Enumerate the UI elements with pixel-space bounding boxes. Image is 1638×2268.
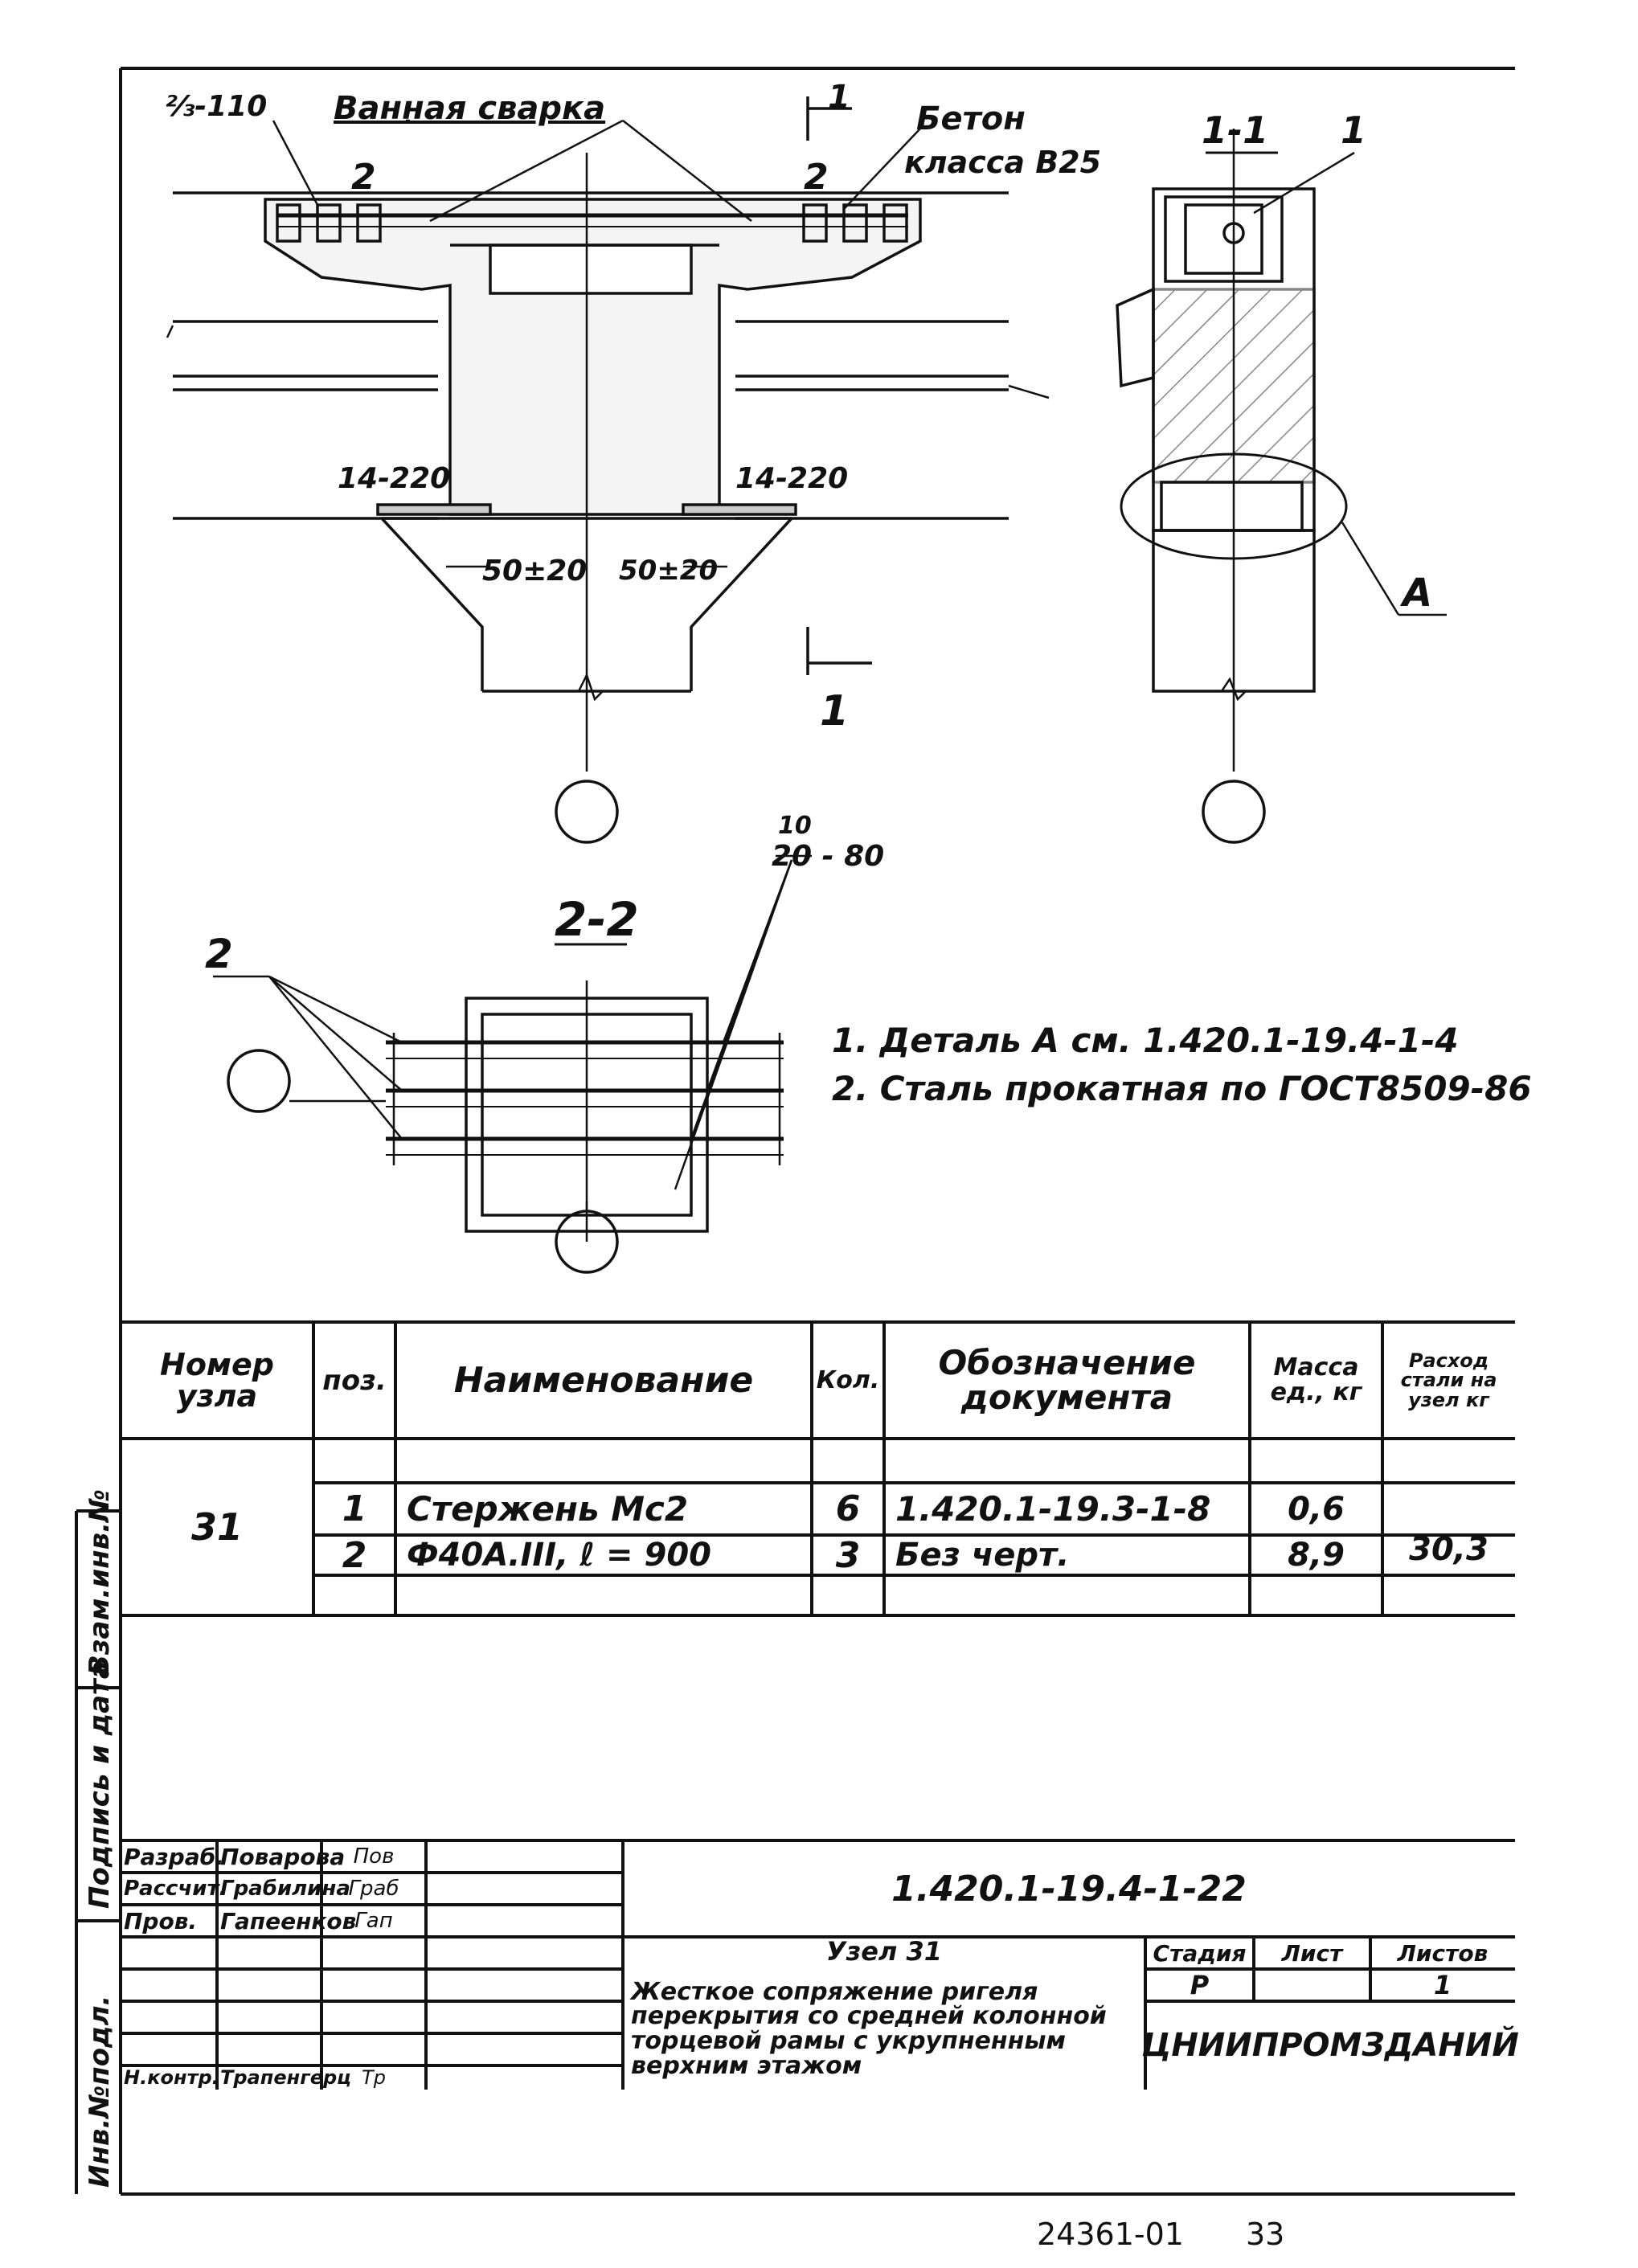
section-2-2-title: 2-2	[555, 892, 639, 947]
note-2: 2. Сталь прокатная по ГОСТ8509-86	[832, 1069, 1532, 1108]
signature-developer: Пов	[353, 1844, 395, 1869]
stage-value: Р	[1190, 1970, 1210, 2000]
sheets-value: 1	[1433, 1970, 1452, 2000]
note-1: 1. Деталь А см. 1.420.1-19.4-1-4	[832, 1021, 1459, 1060]
concrete-label-line1: Бетон	[916, 100, 1026, 137]
role-norm-control: Н.контр.	[124, 2066, 219, 2089]
weld-size-label: ⅔-110	[165, 90, 268, 123]
row-1-mass: 0,6	[1288, 1490, 1345, 1528]
row-1-name: Стержень Мс2	[407, 1489, 689, 1529]
plate-right-label: 14-220	[735, 462, 849, 495]
row-2-doc: Без черт.	[895, 1537, 1070, 1574]
gap-left-label: 50±20	[482, 555, 588, 587]
elevation-view	[166, 96, 1050, 844]
sheet-header: Лист	[1281, 1939, 1343, 1967]
rebar-spacing-top: 10	[778, 812, 812, 840]
header-doc: Обозначение документа	[938, 1342, 1196, 1417]
header-qty: Кол.	[816, 1366, 880, 1394]
detail-a-label: А	[1403, 571, 1433, 616]
header-mass: Масса ед., кг	[1270, 1353, 1362, 1406]
steel-total: 30,3	[1409, 1530, 1489, 1568]
title-block-grid	[121, 1839, 1515, 2090]
spec-table-grid	[121, 1320, 1515, 1617]
node-description: Жесткое сопряжение ригеля перекрытия со …	[631, 1977, 1107, 2080]
node-title: Узел 31	[825, 1936, 943, 1967]
callout-2-right: 2	[804, 157, 829, 198]
plate-left-label: 14-220	[338, 462, 451, 495]
side-stamp-signature-date: Подпись и дата	[84, 1660, 116, 1909]
section-1-1-title: 1-1	[1202, 108, 1269, 152]
name-checker: Гапеенков	[220, 1907, 357, 1934]
archive-number: 24361-01	[1037, 2217, 1184, 2252]
role-developer: Разраб.	[124, 1843, 224, 1870]
weld-label: Ванная сварка	[334, 90, 606, 127]
side-stamp-replacement: Взам.инв.№	[84, 1489, 116, 1676]
doc-code: 1.420.1-19.4-1-22	[891, 1868, 1247, 1910]
page-number: 33	[1246, 2217, 1285, 2252]
signature-calculator: Граб	[348, 1877, 399, 1901]
name-developer: Поварова	[220, 1843, 346, 1870]
row-2-pos: 2	[342, 1534, 367, 1576]
rebar-spacing-bottom: 20 - 80	[772, 840, 885, 873]
signature-checker: Гап	[354, 1909, 393, 1933]
header-node: Номер узла	[160, 1346, 274, 1414]
callout-2-left: 2	[351, 157, 376, 198]
concrete-label-line2: класса В25	[904, 145, 1102, 180]
callout-1: 1	[1341, 108, 1367, 152]
role-checker: Пров.	[124, 1907, 198, 1934]
role-calculator: Рассчит.	[124, 1877, 227, 1901]
stage-header: Стадия	[1153, 1939, 1247, 1967]
sheet-value	[1254, 1969, 1370, 2001]
gap-right-label: 50±20	[619, 555, 719, 587]
side-stamp-inventory: Инв.№подл.	[84, 1995, 116, 2188]
row-1-pos: 1	[342, 1488, 367, 1529]
header-steel: Расход стали на узел кг	[1400, 1349, 1497, 1411]
section-1-1	[1116, 129, 1447, 844]
node-number: 31	[190, 1505, 243, 1549]
section-mark-top: 1	[828, 79, 850, 116]
name-calculator: Грабилина	[220, 1877, 350, 1901]
row-1-qty: 6	[835, 1488, 861, 1529]
callout-2-section: 2	[205, 931, 233, 977]
header-pos: поз.	[322, 1364, 387, 1397]
row-2-mass: 8,9	[1288, 1537, 1345, 1574]
row-1-doc: 1.420.1-19.3-1-8	[895, 1489, 1211, 1529]
signature-norm-control: Тр	[362, 2066, 386, 2089]
sheets-header: Листов	[1397, 1939, 1489, 1967]
header-name: Наименование	[453, 1360, 754, 1401]
row-2-qty: 3	[835, 1534, 861, 1576]
section-mark-bottom: 1	[820, 687, 850, 735]
section-2-2	[213, 854, 812, 1274]
organization: ЦНИИПРОМЗДАНИЙ	[1141, 2027, 1519, 2064]
row-2-name: Ф40А.III, ℓ = 900	[407, 1537, 711, 1574]
name-norm-control: Трапенгерц	[220, 2066, 351, 2089]
